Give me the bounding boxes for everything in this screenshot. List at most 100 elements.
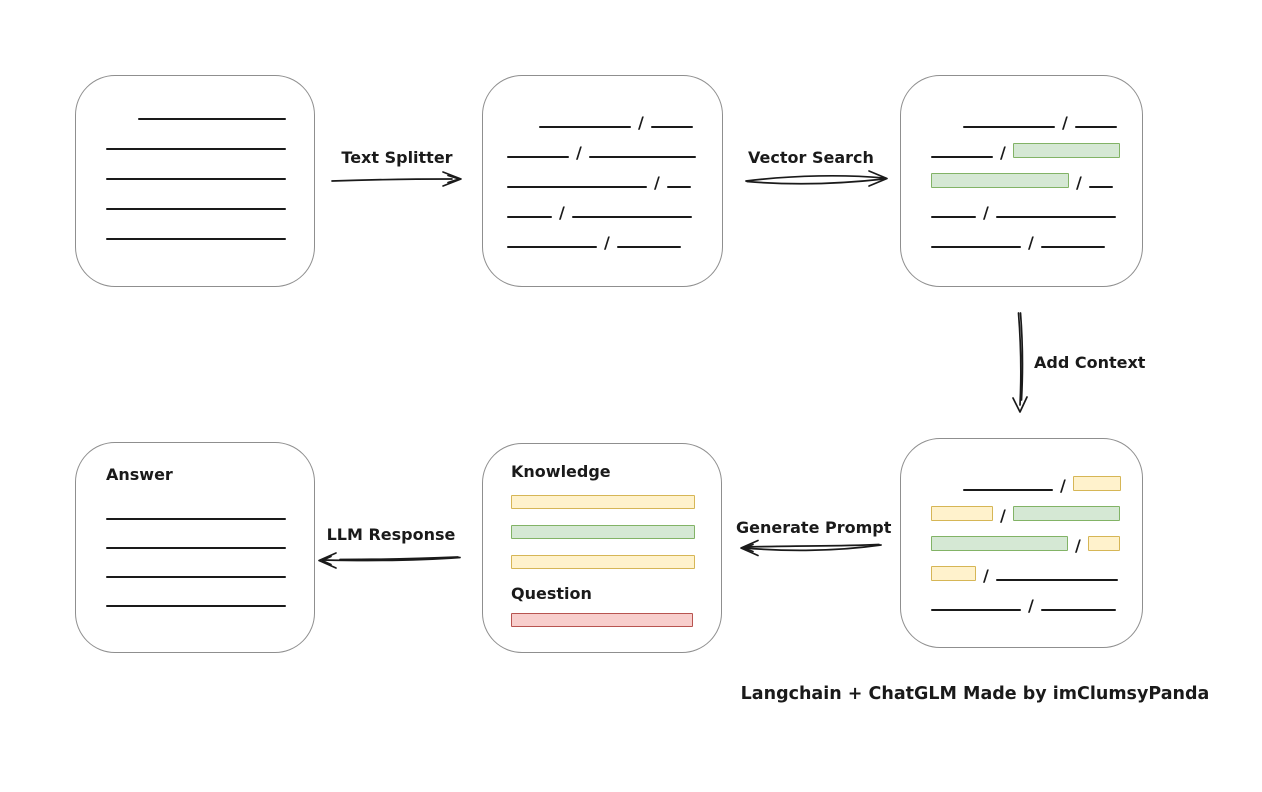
green-highlight-bar xyxy=(511,525,695,539)
knowledge-bars xyxy=(511,495,721,569)
chunk-row: / xyxy=(931,232,1142,252)
text-line xyxy=(963,126,1055,128)
text-line xyxy=(995,216,1116,218)
yellow-highlight-bar xyxy=(1072,476,1121,491)
slash-separator: / xyxy=(576,143,582,162)
slash-separator: / xyxy=(1076,173,1082,192)
yellow-highlight-bar xyxy=(931,566,976,581)
text-line xyxy=(931,216,976,218)
text-line xyxy=(616,246,681,248)
text-splitter-arrow xyxy=(331,171,462,187)
document-lines xyxy=(76,76,314,240)
slash-separator: / xyxy=(604,233,610,252)
yellow-highlight-bar xyxy=(511,495,695,509)
slash-separator: / xyxy=(983,566,989,585)
text-line xyxy=(106,148,286,150)
text-line xyxy=(931,609,1021,611)
llm-response-label: LLM Response xyxy=(326,525,456,544)
text-line xyxy=(106,178,286,180)
chunk-row: / xyxy=(507,142,722,162)
text-line xyxy=(507,156,569,158)
yellow-highlight-bar xyxy=(931,506,993,521)
slash-separator: / xyxy=(1060,476,1066,495)
text-line xyxy=(1088,186,1113,188)
prompt-box: Knowledge Question xyxy=(482,443,722,653)
question-bars xyxy=(511,613,721,627)
text-line xyxy=(539,126,631,128)
green-highlight-bar xyxy=(1012,506,1120,521)
text-line xyxy=(507,216,552,218)
text-line xyxy=(931,156,993,158)
chunk-row: / xyxy=(539,112,722,132)
chunk-row: / xyxy=(931,202,1142,221)
slash-separator: / xyxy=(1000,506,1006,525)
vector-search-label: Vector Search xyxy=(748,148,874,167)
generate-prompt-arrow xyxy=(740,539,882,557)
text-line xyxy=(106,605,286,607)
answer-label: Answer xyxy=(106,465,173,484)
text-line xyxy=(106,238,286,240)
text-line xyxy=(507,186,647,188)
slash-separator: / xyxy=(1028,233,1034,252)
knowledge-label: Knowledge xyxy=(511,462,611,481)
chunk-row: / xyxy=(507,202,722,222)
yellow-highlight-bar xyxy=(1087,536,1120,551)
slash-separator: / xyxy=(1000,143,1006,162)
question-label: Question xyxy=(511,584,592,603)
context-chunks-box: / / / / / xyxy=(900,438,1143,648)
chunk-rows: / / / / / xyxy=(483,76,722,252)
split-chunks-box: / / / / / xyxy=(482,75,723,287)
red-highlight-bar xyxy=(511,613,693,627)
text-line xyxy=(571,216,692,218)
green-highlight-bar xyxy=(1012,143,1120,158)
slash-separator: / xyxy=(1028,596,1034,615)
generate-prompt-label: Generate Prompt xyxy=(736,518,892,537)
chunk-row: / xyxy=(931,505,1142,525)
slash-separator: / xyxy=(1075,536,1081,555)
text-line xyxy=(106,576,286,578)
text-line xyxy=(1040,609,1116,611)
source-document-box xyxy=(75,75,315,287)
chunk-row: / xyxy=(931,172,1142,192)
green-highlight-bar xyxy=(931,536,1068,551)
text-line xyxy=(106,547,286,549)
text-splitter-label: Text Splitter xyxy=(341,148,453,167)
slash-separator: / xyxy=(638,113,644,132)
answer-lines xyxy=(106,518,314,607)
chunk-row: / xyxy=(931,535,1142,555)
slash-separator: / xyxy=(654,173,660,192)
chunk-row: / xyxy=(963,112,1142,132)
add-context-arrow xyxy=(1012,312,1028,413)
text-line xyxy=(106,208,286,210)
text-line xyxy=(995,579,1118,581)
green-highlight-bar xyxy=(931,173,1069,188)
text-line xyxy=(588,156,696,158)
chunk-row: / xyxy=(507,232,722,252)
chunk-row: / xyxy=(963,475,1142,495)
vector-search-arrow xyxy=(745,170,888,187)
text-line xyxy=(650,126,693,128)
text-line xyxy=(106,518,286,520)
text-line xyxy=(963,489,1053,491)
yellow-highlight-bar xyxy=(511,555,695,569)
chunk-row: / xyxy=(931,565,1142,585)
chunk-rows: / / / / / xyxy=(901,439,1142,615)
answer-box: Answer xyxy=(75,442,315,653)
chunk-rows: / / / / / xyxy=(901,76,1142,252)
chunk-row: / xyxy=(931,595,1142,615)
chunk-row: / xyxy=(507,172,722,192)
llm-response-arrow xyxy=(318,552,461,569)
slash-separator: / xyxy=(559,203,565,222)
add-context-label: Add Context xyxy=(1034,353,1146,372)
text-line xyxy=(931,246,1021,248)
text-line xyxy=(1040,246,1105,248)
vector-matches-box: / / / / / xyxy=(900,75,1143,287)
text-line xyxy=(138,118,286,120)
text-line xyxy=(1074,126,1117,128)
text-line xyxy=(507,246,597,248)
caption: Langchain + ChatGLM Made by imClumsyPand… xyxy=(740,684,1210,704)
slash-separator: / xyxy=(1062,113,1068,132)
text-line xyxy=(666,186,691,188)
chunk-row: / xyxy=(931,142,1142,162)
